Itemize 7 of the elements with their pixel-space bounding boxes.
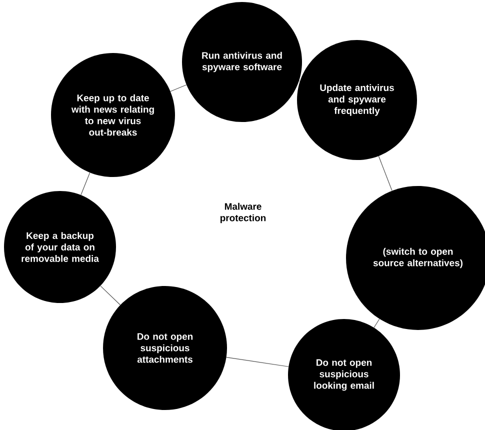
center-label: Malware protection (220, 202, 266, 224)
connector-line (378, 156, 392, 191)
connector-line (170, 84, 187, 92)
connector-line (226, 356, 289, 367)
connector-line (374, 318, 380, 328)
connector-line (80, 172, 90, 196)
connector-line (100, 286, 120, 306)
